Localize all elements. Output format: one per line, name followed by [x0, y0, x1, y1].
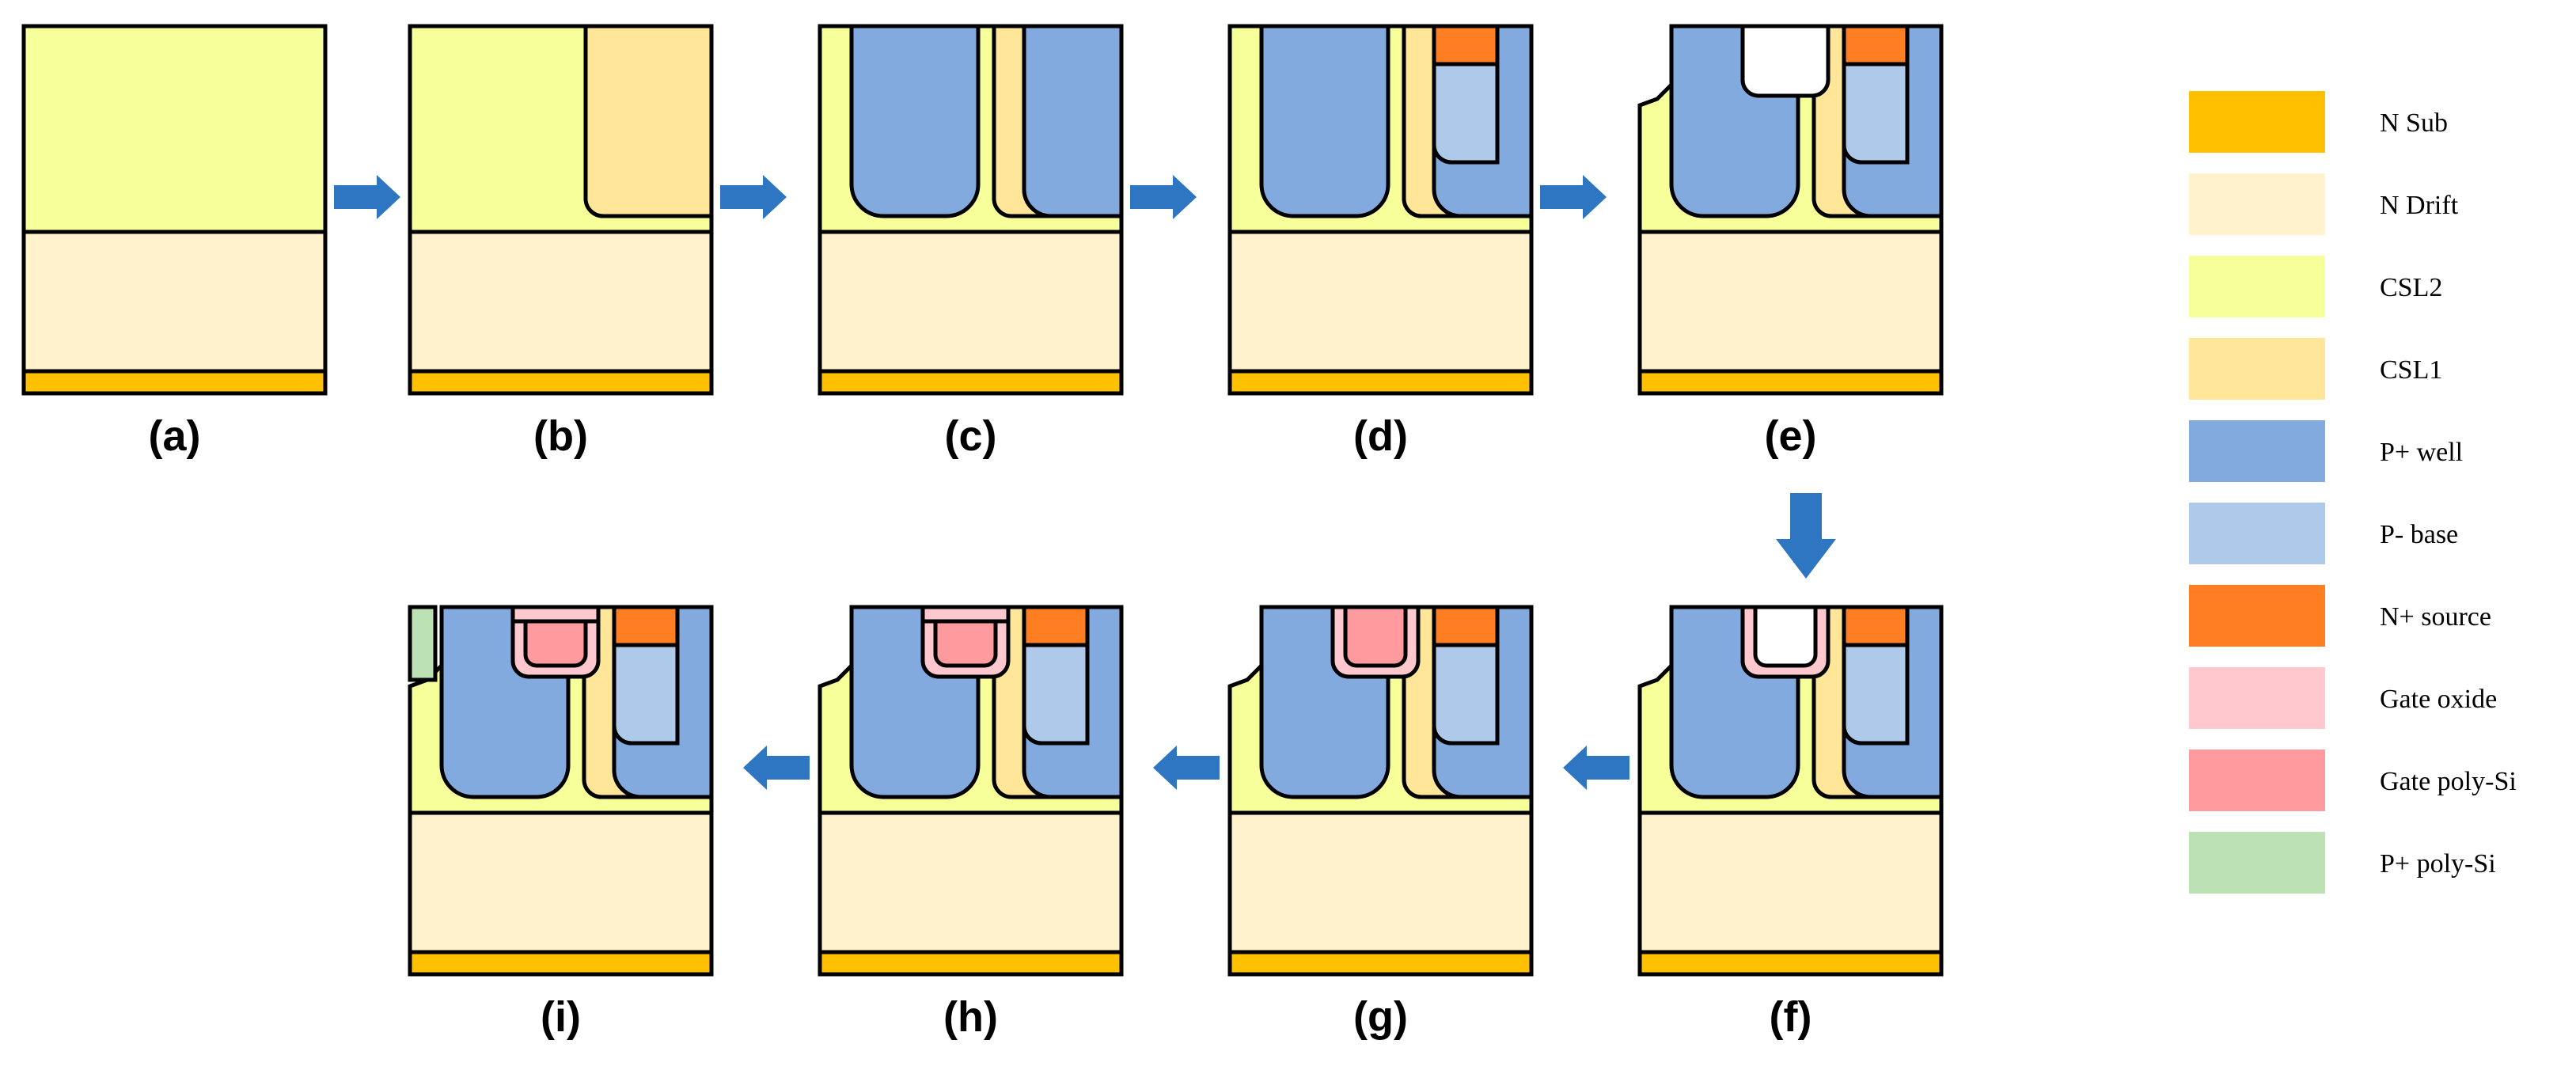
- panel-a: (a): [21, 24, 328, 460]
- arrow-h-to-i: [743, 746, 810, 790]
- n-sub-layer: [408, 369, 714, 396]
- legend-label-n-source: N+ source: [2380, 602, 2491, 632]
- p-well-right: [1022, 24, 1124, 218]
- panel-h: (h): [818, 605, 1124, 1041]
- legend-swatch-csl1: [2189, 338, 2325, 400]
- p-poly-si-region: [408, 605, 438, 682]
- p-base-region: [1432, 62, 1500, 165]
- n-source-region: [1842, 605, 1910, 647]
- legend-swatch-gate-oxide: [2189, 667, 2325, 729]
- panel-label-h: (h): [943, 993, 998, 1041]
- p-base-region: [1432, 643, 1500, 746]
- n-sub-layer: [1637, 950, 1944, 977]
- panel-label-g: (g): [1353, 993, 1408, 1041]
- legend-swatch-p-well: [2189, 420, 2325, 482]
- n-source-region: [1022, 605, 1090, 647]
- gate-poly-si: [523, 619, 588, 668]
- n-drift-layer: [818, 230, 1124, 374]
- legend-label-gate-poly: Gate poly-Si: [2380, 767, 2517, 796]
- panel-b: (b): [408, 24, 714, 460]
- panel-label-c: (c): [945, 412, 997, 460]
- legend-swatch-gate-poly: [2189, 750, 2325, 811]
- n-drift-layer: [1637, 230, 1944, 374]
- p-well-left: [1259, 24, 1390, 218]
- n-sub-layer: [21, 369, 328, 396]
- arrow-f-to-g: [1563, 746, 1629, 790]
- n-drift-layer: [818, 810, 1124, 954]
- n-drift-layer: [1227, 810, 1534, 954]
- panel-label-b: (b): [533, 412, 588, 460]
- arrow-b-to-c: [720, 175, 787, 219]
- legend-swatch-n-sub: [2189, 91, 2325, 153]
- n-drift-layer: [1637, 810, 1944, 954]
- n-source-region: [1842, 24, 1910, 66]
- legend-label-n-sub: N Sub: [2380, 108, 2448, 138]
- panel-d: (d): [1227, 24, 1534, 460]
- n-sub-layer: [818, 950, 1124, 977]
- gate-oxide-cap: [920, 605, 1011, 624]
- panel-c: (c): [818, 24, 1124, 460]
- legend-swatch-n-drift: [2189, 173, 2325, 235]
- panel-label-e: (e): [1765, 412, 1817, 460]
- panel-label-a: (a): [149, 412, 201, 460]
- legend-label-n-drift: N Drift: [2380, 191, 2459, 220]
- p-base-region: [1022, 643, 1090, 746]
- legend-swatch-n-source: [2189, 585, 2325, 647]
- arrow-d-to-e: [1540, 175, 1607, 219]
- panel-i: (i): [408, 605, 714, 1041]
- legend-label-csl1: CSL1: [2380, 355, 2442, 385]
- panel-label-d: (d): [1353, 412, 1408, 460]
- csl2-region: [21, 24, 328, 234]
- n-source-region: [612, 605, 680, 647]
- arrow-a-to-b: [334, 175, 400, 219]
- arrow-e-to-f: [1776, 493, 1836, 579]
- arrow-g-to-h: [1153, 746, 1220, 790]
- n-sub-layer: [1637, 369, 1944, 396]
- p-base-region: [1842, 62, 1910, 165]
- trench-opening: [1740, 24, 1831, 98]
- legend-swatch-csl2: [2189, 256, 2325, 317]
- panel-label-i: (i): [541, 993, 581, 1041]
- n-drift-layer: [1227, 230, 1534, 374]
- legend-swatch-p-poly: [2189, 832, 2325, 894]
- legend-label-gate-oxide: Gate oxide: [2380, 685, 2497, 714]
- legend-label-csl2: CSL2: [2380, 273, 2442, 302]
- n-source-region: [1432, 24, 1500, 66]
- gate-poly-si: [1343, 605, 1408, 668]
- n-sub-layer: [818, 369, 1124, 396]
- legend-label-p-base: P- base: [2380, 520, 2458, 549]
- p-well-left: [849, 24, 981, 218]
- legend-swatch-p-base: [2189, 503, 2325, 564]
- gate-poly-si: [933, 619, 998, 668]
- legend-label-p-well: P+ well: [2380, 438, 2463, 467]
- panel-g: (g): [1227, 605, 1534, 1041]
- n-drift-layer: [408, 810, 714, 954]
- p-base-region: [1842, 643, 1910, 746]
- n-drift-layer: [408, 230, 714, 374]
- n-sub-layer: [1227, 950, 1534, 977]
- trench-opening: [1753, 605, 1818, 668]
- n-source-region: [1432, 605, 1500, 647]
- n-drift-layer: [21, 230, 328, 374]
- n-sub-layer: [1227, 369, 1534, 396]
- csl1-region: [583, 24, 714, 218]
- panel-label-f: (f): [1770, 993, 1812, 1041]
- panel-f: (f): [1637, 605, 1944, 1041]
- n-sub-layer: [408, 950, 714, 977]
- legend-label-p-poly: P+ poly-Si: [2380, 849, 2496, 879]
- panel-e: (e): [1637, 24, 1944, 460]
- p-base-region: [612, 643, 680, 746]
- gate-oxide-cap: [510, 605, 601, 624]
- arrow-c-to-d: [1130, 175, 1197, 219]
